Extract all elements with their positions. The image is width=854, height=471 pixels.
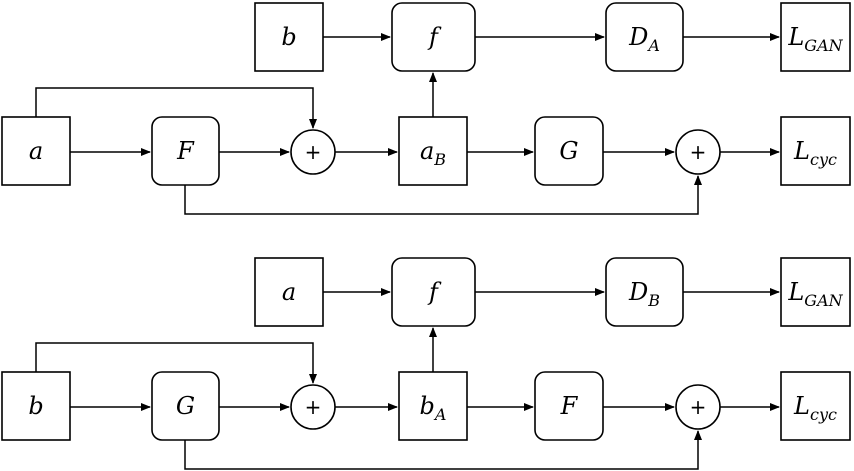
sum-symbol: + <box>690 395 707 419</box>
node-label: a <box>282 278 296 306</box>
node-box <box>391 257 476 327</box>
node-box <box>534 371 604 441</box>
node-label: a <box>29 137 43 165</box>
node-input-left: a <box>1 116 71 186</box>
node-box <box>254 2 324 72</box>
node-box <box>1 371 71 441</box>
node-f: f <box>391 257 476 327</box>
node-label: F <box>560 392 579 420</box>
node-gen1: G <box>151 371 220 441</box>
node-box <box>605 257 684 327</box>
sum-circle <box>290 129 336 175</box>
node-mid: aB <box>398 116 468 186</box>
node-box <box>254 257 324 327</box>
node-label: bA <box>420 392 447 424</box>
node-plus2: + <box>675 129 721 175</box>
node-label: DB <box>628 278 660 310</box>
node-label: G <box>559 137 578 165</box>
sum-symbol: + <box>690 140 707 164</box>
panel-2: a f DB LGAN b G + bA F + Lcyc <box>1 257 851 470</box>
panel-1: b f DA LGAN a F + aB G + Lcyc <box>1 2 851 215</box>
node-loss-cyc: Lcyc <box>780 116 851 186</box>
node-box <box>780 371 851 441</box>
node-box <box>398 116 468 186</box>
node-box <box>391 2 476 72</box>
node-plus1: + <box>290 129 336 175</box>
sum-circle <box>675 129 721 175</box>
node-plus1: + <box>290 384 336 430</box>
node-label: b <box>28 392 43 420</box>
node-box <box>398 371 468 441</box>
node-disc: DB <box>605 257 684 327</box>
edge-input-skip-to-plus1 <box>35 342 317 384</box>
node-box <box>534 116 604 186</box>
node-box <box>780 257 851 327</box>
node-disc: DA <box>605 2 684 72</box>
sum-circle <box>290 384 336 430</box>
node-plus2: + <box>675 384 721 430</box>
sum-symbol: + <box>305 140 322 164</box>
node-f: f <box>391 2 476 72</box>
node-mid: bA <box>398 371 468 441</box>
node-gen2: G <box>534 116 604 186</box>
node-label: LGAN <box>787 278 843 310</box>
node-loss-cyc: Lcyc <box>780 371 851 441</box>
node-box <box>151 116 220 186</box>
sum-symbol: + <box>305 395 322 419</box>
edge-input-skip-to-plus1 <box>35 87 317 129</box>
node-box <box>605 2 684 72</box>
node-input-top: a <box>254 257 324 327</box>
node-box <box>1 116 71 186</box>
node-label: G <box>176 392 195 420</box>
node-box <box>780 116 851 186</box>
node-gen1: F <box>151 116 220 186</box>
node-input-left: b <box>1 371 71 441</box>
node-label: LGAN <box>787 23 843 55</box>
node-label: aB <box>420 137 446 169</box>
edge-gen1-skip-to-plus2 <box>184 175 702 215</box>
node-label: F <box>176 137 195 165</box>
node-input-top: b <box>254 2 324 72</box>
node-loss-gan: LGAN <box>780 257 851 327</box>
node-box <box>780 2 851 72</box>
sum-circle <box>675 384 721 430</box>
edge-gen1-skip-to-plus2 <box>184 430 702 470</box>
node-label: DA <box>628 23 660 55</box>
node-label: Lcyc <box>793 392 837 424</box>
node-box <box>151 371 220 441</box>
node-label: Lcyc <box>793 137 837 169</box>
node-label: b <box>281 23 296 51</box>
node-loss-gan: LGAN <box>780 2 851 72</box>
node-gen2: F <box>534 371 604 441</box>
